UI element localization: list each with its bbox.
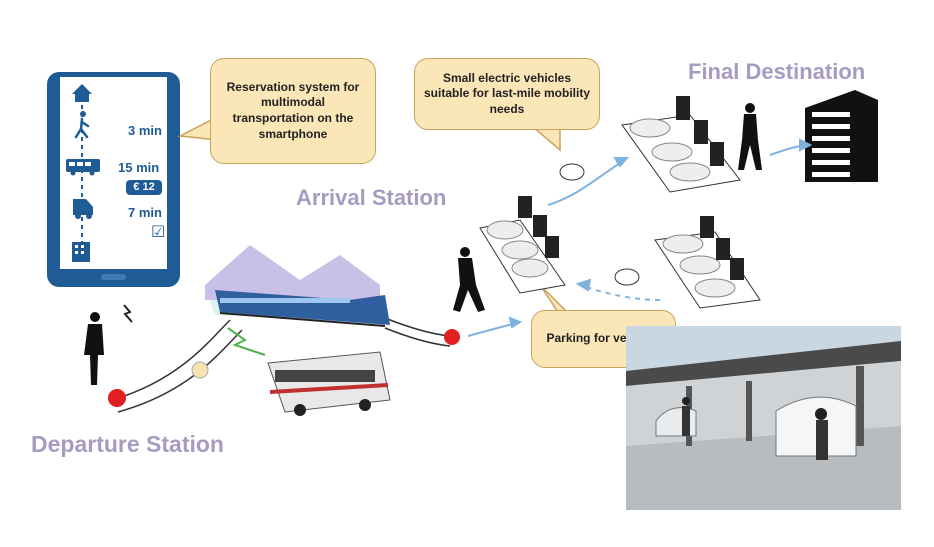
train-scene [205,245,390,356]
person-silhouette-icon [84,312,104,385]
arrival-parking [479,196,566,294]
person-silhouette-icon [738,103,762,170]
charging-station-icon [716,238,730,260]
bus-vehicle-icon [267,351,391,416]
charging-station-icon [700,216,714,238]
bus-icon [66,159,100,176]
destination-parking [621,96,741,193]
final-destination-label: Final Destination [688,59,866,84]
charging-station-icon [518,196,532,218]
electric-car-icon [694,278,736,298]
smartphone-screen [60,77,167,269]
train-icon [215,290,390,327]
charging-station-icon [545,236,559,258]
callout-small-vehicles: Small electric vehicles suitable for las… [414,58,600,130]
arrival-dot [444,329,460,345]
departure-station-label: Departure Station [31,431,224,457]
office-building-icon [805,90,878,182]
departure-dot [108,389,126,407]
electric-car-icon [614,268,640,286]
checkbox-icon: ☑ [151,224,166,241]
home-button [101,274,126,280]
electric-car-icon [511,258,549,278]
walk-time: 3 min [128,123,162,138]
price-badge: € 12 [126,180,162,195]
charging-station-icon [710,142,724,166]
car-time: 7 min [128,205,162,220]
car-icon [73,199,93,219]
arrival-station-label: Arrival Station [296,185,447,210]
charging-station-icon [694,120,708,144]
route-dot-mid [191,361,209,379]
electric-car-icon [501,240,539,260]
walking-person-icon [74,111,90,139]
person-silhouette-icon [453,247,485,312]
charging-station-icon [730,258,744,280]
building-icon [72,242,90,262]
lightning-icon [123,304,133,323]
flow-arrows [467,138,813,337]
electric-car-icon [679,255,721,275]
electric-car-icon [669,162,711,182]
electric-car-icon [629,118,671,138]
electric-car-icon [662,234,704,254]
phone-icons [66,84,100,262]
charging-station-icon [676,96,690,120]
electric-car-icon [559,163,585,181]
bus-time: 15 min [118,160,160,175]
callout-reservation: Reservation system for multimodal transp… [210,58,376,164]
return-parking [654,216,761,309]
electric-car-icon [651,142,693,162]
electric-car-icon [486,220,524,240]
parking-photo [626,326,901,510]
home-icon [72,84,92,102]
charging-station-icon [533,215,547,237]
